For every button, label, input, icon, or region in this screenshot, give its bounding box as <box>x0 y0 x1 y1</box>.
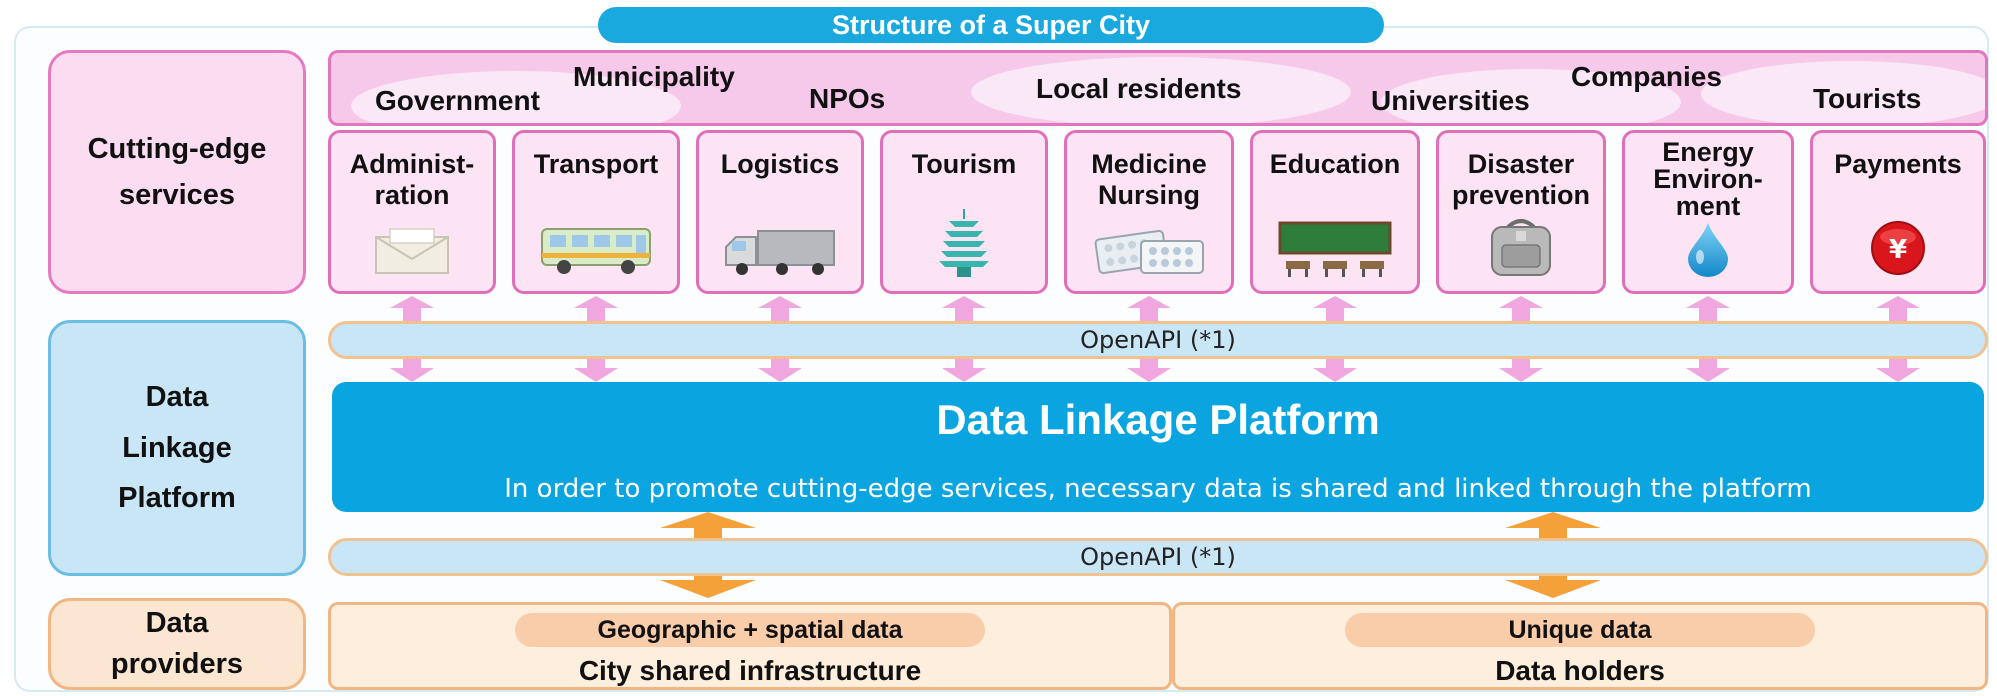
bus-icon <box>541 228 651 274</box>
provider-main-label: City shared infrastructure <box>578 655 922 686</box>
service-administration: Administ- ration <box>328 130 496 294</box>
service-label: Administ- ration <box>349 149 475 211</box>
service-medicine-nursing: Medicine Nursing <box>1064 130 1234 294</box>
openapi-bar-top: OpenAPI (*1) <box>328 321 1988 359</box>
service-education: Education <box>1250 130 1420 294</box>
service-logistics: Logistics <box>696 130 864 294</box>
svg-text:¥: ¥ <box>1889 235 1907 265</box>
service-energy-environment: Energy Environ- ment <box>1622 130 1794 294</box>
platform-subtitle: In order to promote cutting-edge service… <box>504 474 1812 504</box>
openapi-label: OpenAPI (*1) <box>1080 326 1236 354</box>
provider-pill: Unique data <box>1345 613 1815 647</box>
provider-main-label: Data holders <box>1495 655 1665 686</box>
blackboard-icon <box>1278 221 1392 277</box>
service-label: Medicine Nursing <box>1091 149 1207 211</box>
service-disaster-prevention: Disaster prevention <box>1436 130 1606 294</box>
diagram-title: Structure of a Super City <box>598 7 1384 43</box>
service-label: Payments <box>1834 149 1962 179</box>
data-linkage-platform: Data Linkage Platform In order to promot… <box>332 382 1984 512</box>
emergency-bag-icon <box>1491 219 1551 276</box>
cloud-shape <box>1701 61 1985 123</box>
openapi-bar-bottom: OpenAPI (*1) <box>328 538 1988 576</box>
service-tourism: Tourism <box>880 130 1048 294</box>
platform-title: Data Linkage Platform <box>936 396 1380 443</box>
service-label: Logistics <box>720 149 840 179</box>
cloud-shape <box>1381 69 1681 123</box>
row-label-providers-text: Data providers <box>110 607 244 680</box>
yen-coin-icon: ¥ <box>1871 221 1925 275</box>
stakeholder-npos: NPOs <box>809 83 886 114</box>
stakeholder-band: Government Municipality NPOs Local resid… <box>328 50 1988 126</box>
truck-icon <box>725 230 835 275</box>
service-label: Transport <box>533 149 659 179</box>
cloud-shape <box>351 71 681 123</box>
service-label: Education <box>1269 149 1401 179</box>
service-transport: Transport <box>512 130 680 294</box>
row-label-providers: Data providers <box>48 598 306 690</box>
pill-pack-icon <box>1094 229 1204 275</box>
service-label: Tourism <box>911 149 1017 179</box>
stakeholder-government: Government <box>375 85 540 116</box>
stakeholder-municipality: Municipality <box>573 61 735 92</box>
row-label-services-text: Cutting-edge services <box>87 132 267 211</box>
cloud-shape <box>971 57 1351 123</box>
envelope-icon <box>375 228 449 274</box>
stakeholder-companies: Companies <box>1571 61 1722 92</box>
provider-data-holders: Unique data Data holders <box>1172 602 1988 690</box>
openapi-label: OpenAPI (*1) <box>1080 543 1236 571</box>
stakeholder-tourists: Tourists <box>1813 83 1922 114</box>
provider-city-shared-infrastructure: Geographic + spatial data City shared in… <box>328 602 1172 690</box>
stakeholder-local-residents: Local residents <box>1036 73 1242 104</box>
row-label-services: Cutting-edge services <box>48 50 306 294</box>
provider-pill: Geographic + spatial data <box>515 613 985 647</box>
water-drop-icon <box>1688 223 1728 277</box>
pagoda-icon <box>939 209 989 277</box>
row-label-platform-text: Data Linkage Platform <box>118 380 236 515</box>
service-payments: Payments ¥ <box>1810 130 1986 294</box>
service-label: Disaster prevention <box>1451 149 1591 211</box>
service-label: Energy Environ- ment <box>1653 137 1763 221</box>
stakeholder-universities: Universities <box>1371 85 1530 116</box>
row-label-platform: Data Linkage Platform <box>48 320 306 576</box>
